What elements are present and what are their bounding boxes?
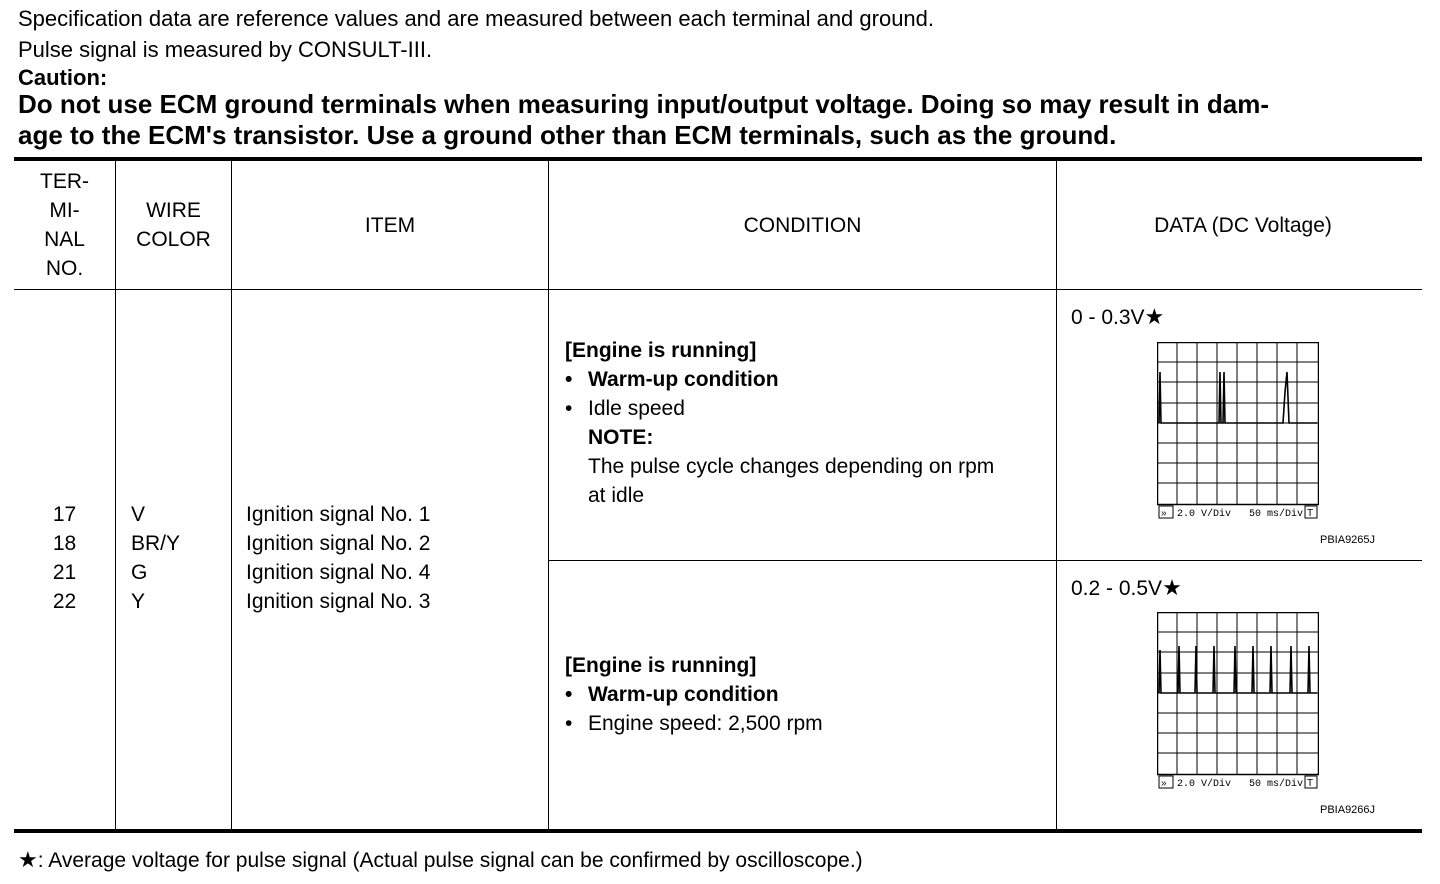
condition-title: [Engine is running]: [565, 339, 757, 362]
condition-bullet: Engine speed: 2,500 rpm: [565, 709, 823, 738]
header-condition-label: CONDITION: [743, 213, 862, 237]
wire-color-list: V BR/Y G Y: [131, 500, 180, 616]
column-divider: [1056, 161, 1057, 829]
table-top-rule: [14, 157, 1422, 161]
header-terminal-line: NO.: [45, 257, 84, 280]
spec-note: Specification data are reference values …: [18, 6, 935, 31]
terminal-number: 18: [52, 532, 77, 555]
star-icon: ★: [1162, 575, 1182, 600]
column-divider: [231, 161, 232, 829]
header-data-label: DATA (DC Voltage): [1154, 213, 1332, 237]
condition-title: [Engine is running]: [565, 654, 757, 677]
svg-text:»: »: [1161, 508, 1167, 519]
item-name: Ignition signal No. 3: [246, 590, 431, 613]
pulse-note: Pulse signal is measured by CONSULT-III.: [18, 37, 433, 62]
item-name: Ignition signal No. 4: [246, 561, 431, 584]
star-icon: ★: [18, 847, 38, 872]
column-divider: [548, 161, 549, 829]
header-item: ITEM: [232, 161, 548, 289]
scope-volt-div: 2.0 V/Div: [1177, 778, 1231, 790]
header-terminal-line: MI-: [49, 199, 80, 222]
header-terminal-line: TER-: [40, 170, 89, 193]
header-condition: CONDITION: [549, 161, 1056, 289]
voltage-range: 0 - 0.3V: [1071, 306, 1145, 329]
note-text: The pulse cycle changes depending on rpm: [588, 455, 995, 478]
condition-bullet: Warm-up condition: [565, 365, 994, 394]
header-wire-line: COLOR: [136, 228, 211, 251]
scope-time-div: 50 ms/Div: [1249, 778, 1303, 790]
terminal-number: 21: [52, 561, 77, 584]
header-wire-line: WIRE: [146, 199, 201, 222]
table-bottom-rule: [14, 829, 1422, 833]
caution-line-2: age to the ECM's transistor. Use a groun…: [18, 120, 1117, 150]
footnote-text: : Average voltage for pulse signal (Actu…: [37, 849, 863, 872]
figure-id: PBIA9266J: [1320, 804, 1376, 816]
row-divider: [548, 560, 1422, 561]
svg-text:»: »: [1161, 778, 1167, 789]
header-divider: [14, 289, 1422, 290]
figure-id: PBIA9265J: [1320, 534, 1376, 546]
condition-idle: [Engine is running] Warm-up condition Id…: [565, 336, 994, 510]
condition-bullet: Warm-up condition: [565, 680, 823, 709]
terminal-list: 17 18 21 22: [14, 500, 115, 616]
item-list: Ignition signal No. 1 Ignition signal No…: [246, 500, 430, 616]
voltage-range: 0.2 - 0.5V: [1071, 577, 1163, 600]
caution-label: Caution:: [18, 65, 108, 90]
wire-color: G: [131, 561, 148, 584]
column-divider: [115, 161, 116, 829]
data-value-idle: 0 - 0.3V★: [1071, 302, 1164, 332]
header-item-label: ITEM: [364, 213, 416, 237]
header-terminal-line: NAL: [44, 228, 85, 251]
star-icon: ★: [1144, 304, 1165, 329]
scope-badge: T: [1307, 508, 1313, 519]
header-wire-color: WIRE COLOR: [116, 161, 231, 289]
header-data: DATA (DC Voltage): [1057, 161, 1429, 289]
condition-2500rpm: [Engine is running] Warm-up condition En…: [565, 651, 823, 738]
oscilloscope-graph-idle: » T 2.0 V/Div 50 ms/Div: [1157, 342, 1319, 520]
caution-text: Do not use ECM ground terminals when mea…: [18, 89, 1438, 151]
terminal-number: 17: [52, 503, 77, 526]
footnote: ★: Average voltage for pulse signal (Act…: [18, 845, 863, 875]
terminal-number: 22: [52, 590, 77, 613]
scope-volt-div: 2.0 V/Div: [1177, 508, 1231, 520]
note-text: at idle: [588, 484, 645, 507]
item-name: Ignition signal No. 2: [246, 532, 431, 555]
scope-time-div: 50 ms/Div: [1249, 508, 1303, 520]
wire-color: V: [131, 503, 146, 526]
item-name: Ignition signal No. 1: [246, 503, 431, 526]
oscilloscope-graph-2500rpm: » T 2.0 V/Div 50 ms/Div: [1157, 612, 1319, 790]
scope-badge: T: [1307, 778, 1313, 789]
caution-line-1: Do not use ECM ground terminals when mea…: [18, 89, 1269, 119]
note-label: NOTE:: [588, 426, 654, 449]
wire-color: Y: [131, 590, 146, 613]
wire-color: BR/Y: [131, 532, 181, 555]
condition-bullet: Idle speed: [565, 394, 994, 423]
data-value-2500rpm: 0.2 - 0.5V★: [1071, 573, 1182, 603]
header-terminal: TER- MI- NAL NO.: [14, 161, 115, 289]
